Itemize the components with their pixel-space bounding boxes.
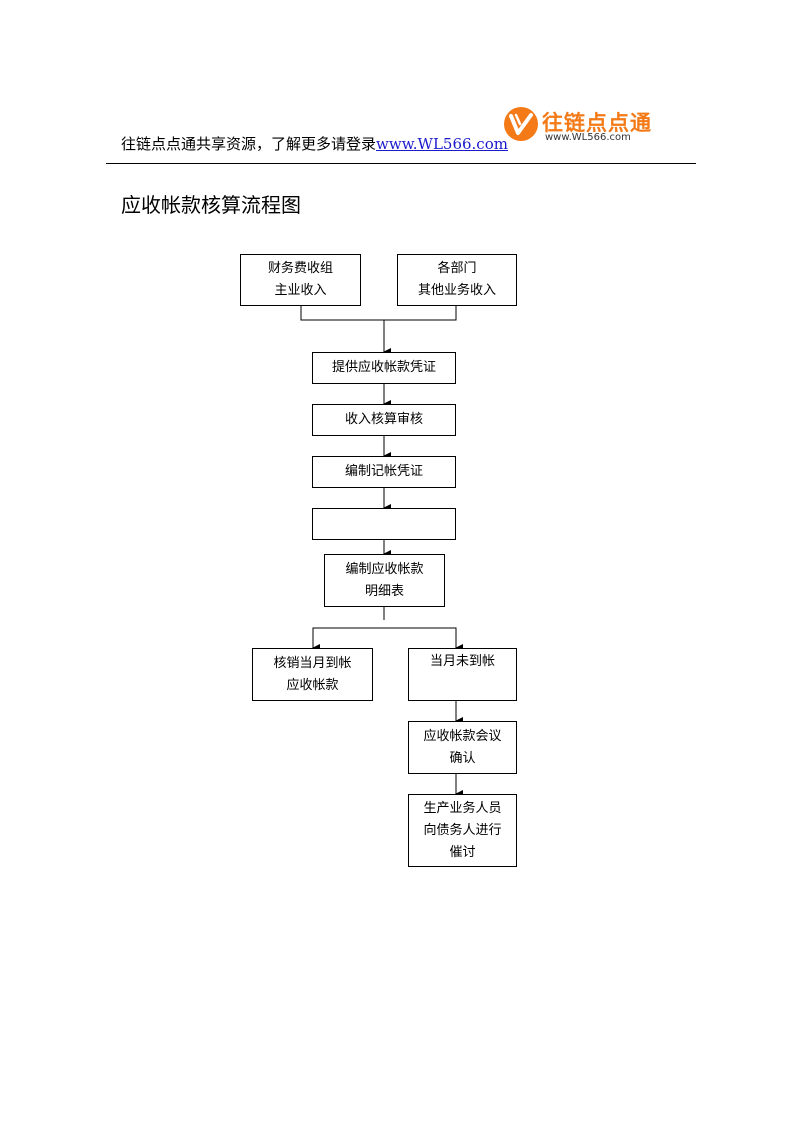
box-line: 主业收入	[274, 283, 327, 298]
not-arrived-box: 当月未到帐	[408, 648, 517, 701]
departments-income-box: 各部门 其他业务收入	[397, 254, 517, 306]
box-line: 其他业务收入	[417, 283, 496, 298]
box-line: 各部门	[437, 261, 477, 276]
document-title: 应收帐款核算流程图	[121, 193, 301, 217]
box-line: 编制应收帐款	[345, 561, 424, 577]
detail-table-box: 编制应收帐款 明细表	[324, 554, 445, 607]
header-divider	[106, 163, 696, 164]
box-line: 财务费收组	[267, 261, 333, 276]
header-link[interactable]: www.WL566.com	[376, 135, 508, 153]
box-label: 编制记帐凭证	[344, 464, 423, 479]
header-text: 往链点点通共享资源，了解更多请登录www.WL566.com	[121, 133, 508, 154]
brand-logo: 往链点点通 www.WL566.com	[504, 107, 651, 145]
finance-group-income-box: 财务费收组 主业收入	[240, 254, 361, 306]
blank-step-box	[312, 508, 456, 540]
box-label: 收入核算审核	[344, 412, 423, 427]
write-off-box: 核销当月到帐 应收帐款	[252, 648, 373, 701]
box-line: 应收帐款	[286, 677, 339, 693]
logo-brand-name: 往链点点通	[542, 111, 652, 135]
box-line: 确认	[449, 750, 476, 766]
prepare-voucher-box: 编制记帐凭证	[312, 456, 456, 488]
meeting-confirm-box: 应收帐款会议 确认	[408, 721, 517, 774]
income-audit-box: 收入核算审核	[312, 404, 456, 436]
box-line: 明细表	[364, 583, 404, 599]
collection-box: 生产业务人员 向债务人进行 催讨	[408, 794, 517, 867]
box-label: 当月未到帐	[429, 654, 495, 669]
header-message: 往链点点通共享资源，了解更多请登录	[121, 135, 377, 153]
box-label: 提供应收帐款凭证	[331, 360, 436, 375]
logo-icon	[504, 107, 538, 141]
box-line: 向债务人进行	[423, 822, 502, 838]
logo-url: www.WL566.com	[545, 132, 631, 143]
box-line: 核销当月到帐	[273, 655, 352, 671]
box-line: 催讨	[449, 844, 476, 860]
box-line: 应收帐款会议	[423, 728, 502, 744]
box-line: 生产业务人员	[423, 800, 502, 816]
provide-voucher-box: 提供应收帐款凭证	[312, 352, 456, 384]
